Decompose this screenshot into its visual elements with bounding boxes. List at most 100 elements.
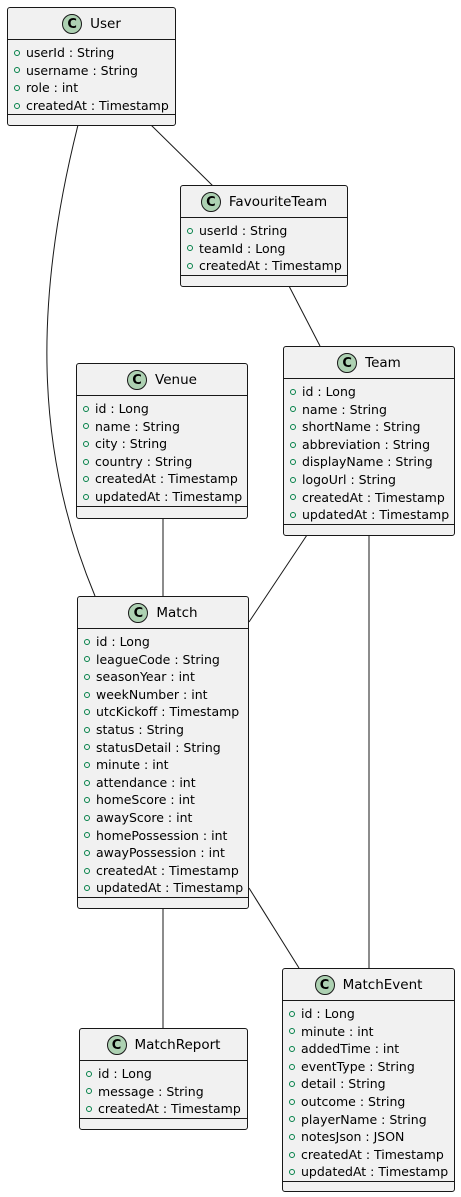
public-visibility-icon	[84, 867, 90, 874]
attribute: weekNumber : int	[78, 686, 248, 704]
relation-team-match	[248, 534, 308, 623]
public-visibility-icon	[84, 849, 90, 856]
public-visibility-icon	[84, 779, 90, 786]
attribute: updatedAt : Timestamp	[283, 1163, 454, 1181]
method-compartment	[8, 115, 175, 122]
attribute-compartment: userId : String teamId : Long createdAt …	[181, 218, 347, 276]
method-compartment	[284, 525, 454, 532]
attribute: city : String	[77, 435, 247, 453]
class-matchevent: C MatchEvent id : Long minute : int adde…	[282, 968, 455, 1192]
public-visibility-icon	[86, 1105, 92, 1112]
attribute: userId : String	[181, 222, 347, 240]
attribute: id : Long	[80, 1065, 247, 1083]
public-visibility-icon	[86, 1088, 92, 1095]
attribute: detail : String	[283, 1075, 454, 1093]
attribute-compartment: id : Long message : String createdAt : T…	[80, 1061, 247, 1119]
public-visibility-icon	[84, 814, 90, 821]
public-visibility-icon	[289, 1169, 295, 1176]
class-stereotype-icon: C	[128, 603, 149, 623]
attribute: leagueCode : String	[78, 651, 248, 669]
method-compartment	[181, 276, 347, 283]
class-venue: C Venue id : Long name : String city : S…	[76, 363, 248, 519]
public-visibility-icon	[187, 262, 193, 269]
class-stereotype-icon: C	[127, 370, 148, 390]
attribute: message : String	[80, 1083, 247, 1101]
public-visibility-icon	[289, 1116, 295, 1123]
public-visibility-icon	[84, 691, 90, 698]
attribute: status : String	[78, 721, 248, 739]
class-header: C Team	[284, 347, 454, 379]
attribute: minute : int	[283, 1023, 454, 1041]
public-visibility-icon	[84, 638, 90, 645]
class-name: Venue	[155, 372, 197, 388]
attribute-compartment: id : Long leagueCode : String seasonYear…	[78, 629, 248, 898]
attribute: seasonYear : int	[78, 668, 248, 686]
public-visibility-icon	[289, 1063, 295, 1070]
attribute: userId : String	[8, 44, 175, 62]
attribute: statusDetail : String	[78, 739, 248, 757]
public-visibility-icon	[290, 476, 296, 483]
attribute: minute : int	[78, 756, 248, 774]
public-visibility-icon	[84, 797, 90, 804]
public-visibility-icon	[83, 476, 89, 483]
public-visibility-icon	[289, 1081, 295, 1088]
attribute: awayScore : int	[78, 809, 248, 827]
attribute: username : String	[8, 62, 175, 80]
attribute: createdAt : Timestamp	[283, 1146, 454, 1164]
public-visibility-icon	[84, 673, 90, 680]
public-visibility-icon	[290, 494, 296, 501]
public-visibility-icon	[290, 423, 296, 430]
attribute: name : String	[77, 418, 247, 436]
attribute: id : Long	[78, 633, 248, 651]
attribute-compartment: userId : String username : String role :…	[8, 40, 175, 116]
class-header: C User	[8, 8, 175, 40]
attribute: createdAt : Timestamp	[8, 97, 175, 115]
method-compartment	[77, 507, 247, 514]
public-visibility-icon	[289, 1010, 295, 1017]
class-header: C FavouriteTeam	[181, 186, 347, 218]
public-visibility-icon	[84, 744, 90, 751]
class-stereotype-icon: C	[337, 353, 358, 373]
public-visibility-icon	[289, 1045, 295, 1052]
public-visibility-icon	[290, 441, 296, 448]
attribute-compartment: id : Long name : String city : String co…	[77, 396, 247, 507]
attribute: notesJson : JSON	[283, 1128, 454, 1146]
public-visibility-icon	[83, 405, 89, 412]
attribute-compartment: id : Long name : String shortName : Stri…	[284, 379, 454, 525]
public-visibility-icon	[14, 67, 20, 74]
class-stereotype-icon: C	[314, 975, 335, 995]
public-visibility-icon	[290, 388, 296, 395]
attribute: role : int	[8, 79, 175, 97]
attribute: id : Long	[283, 1005, 454, 1023]
class-match: C Match id : Long leagueCode : String se…	[77, 596, 249, 909]
attribute: abbreviation : String	[284, 436, 454, 454]
attribute: name : String	[284, 401, 454, 419]
attribute: displayName : String	[284, 453, 454, 471]
class-stereotype-icon: C	[200, 192, 221, 212]
class-stereotype-icon: C	[62, 14, 83, 34]
attribute: logoUrl : String	[284, 471, 454, 489]
public-visibility-icon	[289, 1028, 295, 1035]
public-visibility-icon	[84, 656, 90, 663]
public-visibility-icon	[83, 440, 89, 447]
public-visibility-icon	[290, 459, 296, 466]
attribute: updatedAt : Timestamp	[77, 488, 247, 506]
relation-match-matchevent	[248, 887, 300, 969]
attribute: playerName : String	[283, 1111, 454, 1129]
attribute: createdAt : Timestamp	[181, 257, 347, 275]
public-visibility-icon	[14, 102, 20, 109]
class-favouriteteam: C FavouriteTeam userId : String teamId :…	[180, 185, 348, 287]
public-visibility-icon	[290, 406, 296, 413]
attribute: createdAt : Timestamp	[80, 1100, 247, 1118]
class-header: C MatchReport	[80, 1029, 247, 1061]
class-name: MatchReport	[134, 1037, 221, 1053]
public-visibility-icon	[187, 227, 193, 234]
attribute: homeScore : int	[78, 791, 248, 809]
public-visibility-icon	[14, 84, 20, 91]
attribute: awayPossession : int	[78, 844, 248, 862]
class-name: User	[90, 16, 121, 32]
attribute: id : Long	[77, 400, 247, 418]
attribute: country : String	[77, 453, 247, 471]
class-header: C Venue	[77, 364, 247, 396]
